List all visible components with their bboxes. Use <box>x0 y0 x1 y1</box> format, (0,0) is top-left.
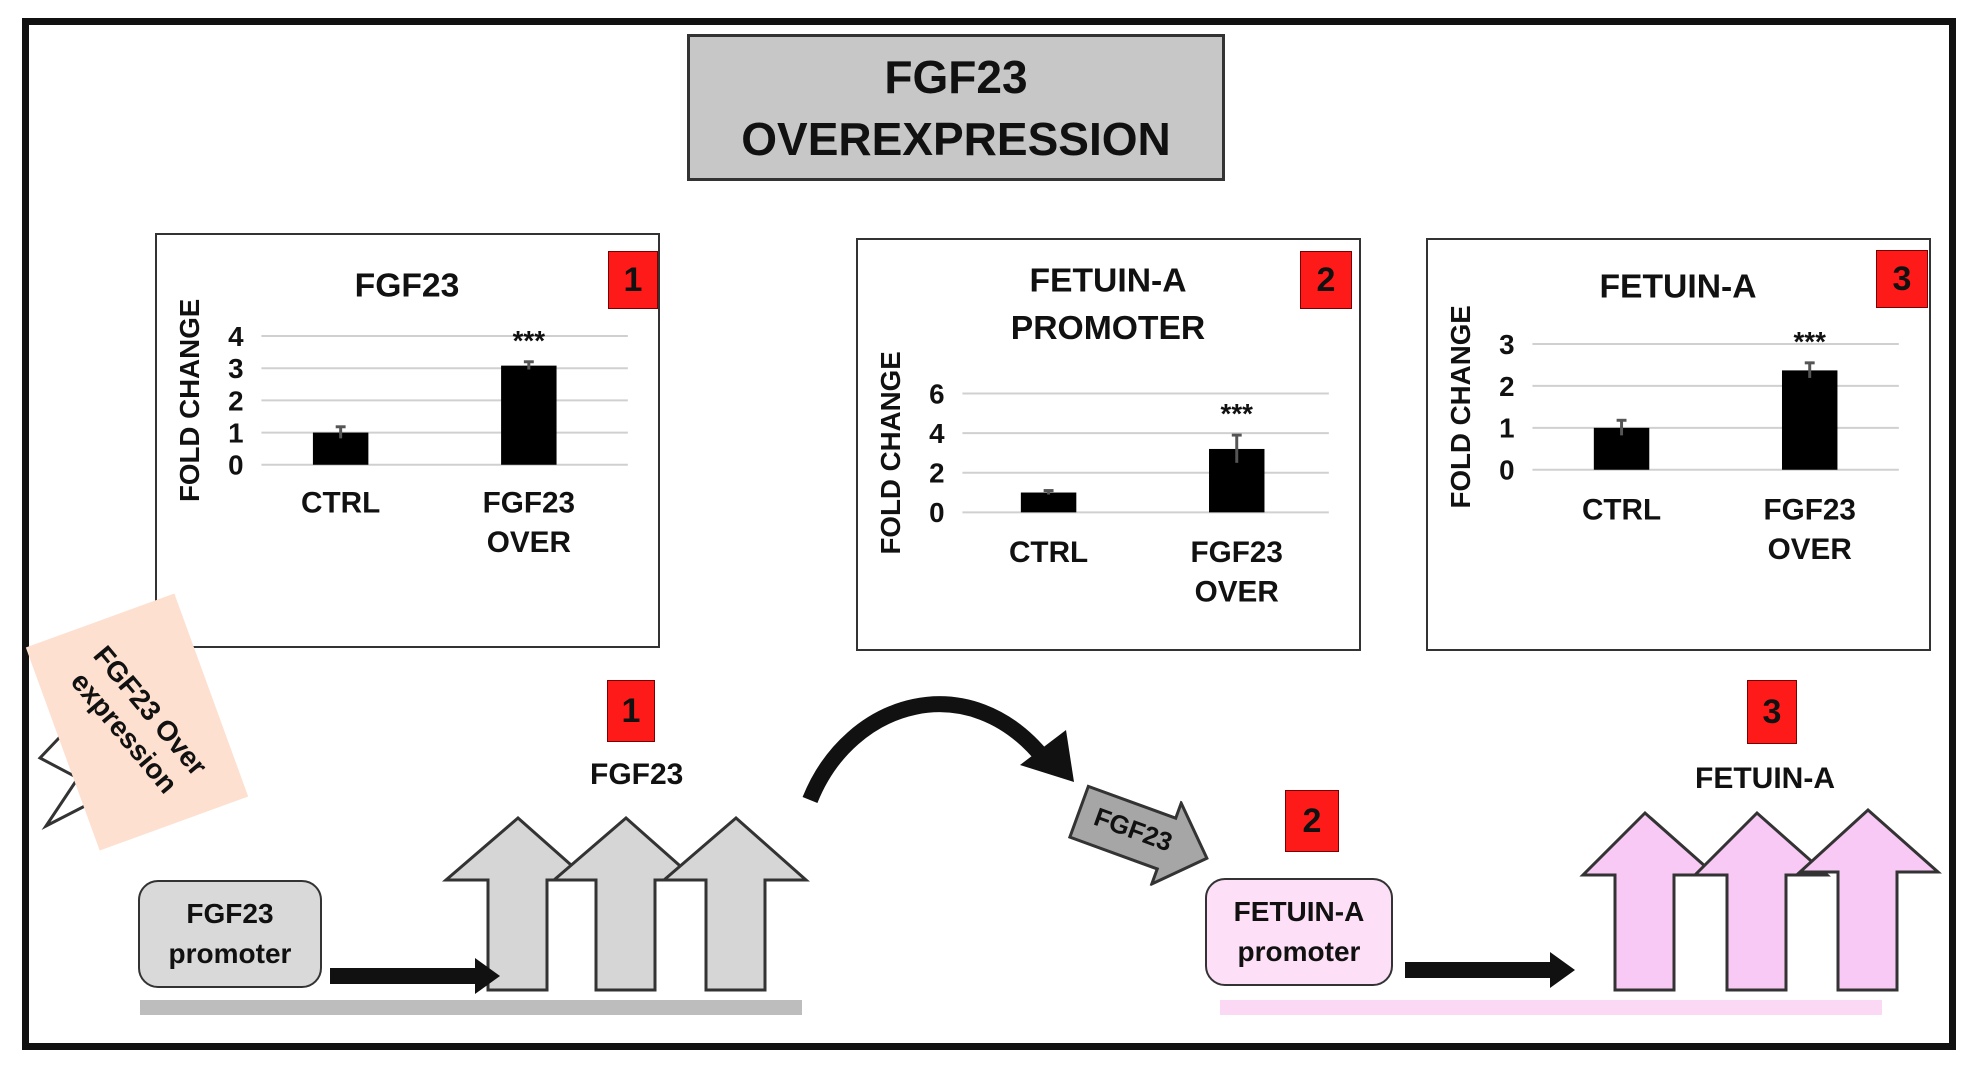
pathway-label-fgf23: FGF23 <box>590 758 684 791</box>
x-tick-label: OVER <box>1195 575 1279 608</box>
x-tick-label: FGF23 <box>1191 536 1283 569</box>
significance-marker: *** <box>1794 326 1827 357</box>
chart-panel-fetuin-promoter: FETUIN-A PROMOTER 0 2 4 6 FOLD CHANGE *** CTRL FG… <box>856 238 1361 651</box>
fetuin-promoter-line-1: FETUIN-A <box>1233 896 1365 927</box>
y-axis-label: FOLD CHANGE <box>1445 305 1476 508</box>
title-box: FGF23 OVEREXPRESSION <box>687 34 1225 181</box>
y-tick-label: 0 <box>228 450 243 481</box>
x-tick-label: CTRL <box>1009 536 1088 569</box>
y-tick-label: 4 <box>929 418 945 449</box>
y-tick-label: 2 <box>228 385 243 416</box>
x-tick-label: FGF23 <box>483 486 575 519</box>
y-axis-label: FOLD CHANGE <box>875 351 906 554</box>
x-tick-label: CTRL <box>301 486 380 519</box>
y-tick-label: 2 <box>1499 371 1514 402</box>
significance-marker: *** <box>513 325 546 356</box>
y-tick-label: 1 <box>1499 413 1514 444</box>
badge-3: 3 <box>1876 250 1928 308</box>
chart-title: PROMOTER <box>1011 310 1205 347</box>
bar <box>1781 370 1838 470</box>
bar <box>501 365 557 465</box>
y-tick-label: 3 <box>228 353 243 384</box>
y-tick-label: 0 <box>1499 455 1514 486</box>
x-tick-label: OVER <box>487 526 571 559</box>
x-tick-label: CTRL <box>1582 493 1661 526</box>
y-tick-label: 6 <box>929 378 944 409</box>
chart-title: FETUIN-A <box>1029 262 1186 299</box>
fgf23-promoter-line-1: FGF23 <box>186 898 274 929</box>
fetuin-baseline-bar <box>1220 1000 1882 1015</box>
significance-marker: *** <box>1221 398 1254 429</box>
fgf23-promoter-box: FGF23 promoter <box>138 880 322 988</box>
y-axis-label: FOLD CHANGE <box>174 299 205 502</box>
x-tick-label: OVER <box>1768 533 1852 566</box>
chart-title: FGF23 <box>355 267 460 304</box>
bar <box>1020 492 1077 513</box>
badge-2: 2 <box>1300 251 1352 309</box>
fgf23-baseline-bar <box>140 1000 802 1015</box>
y-tick-label: 4 <box>228 321 244 352</box>
pathway-badge-2: 2 <box>1285 790 1339 852</box>
badge-1: 1 <box>608 251 658 309</box>
y-tick-label: 0 <box>929 497 944 528</box>
pathway-label-fetuin: FETUIN-A <box>1695 762 1835 795</box>
fgf23-signal-arrow: FGF23 <box>1062 769 1224 901</box>
chart-fetuin-promoter: FETUIN-A PROMOTER 0 2 4 6 FOLD CHANGE *** CTRL FG… <box>875 262 1329 608</box>
title-line-1: FGF23 <box>884 50 1028 103</box>
chart-title: FETUIN-A <box>1599 268 1756 305</box>
fgf23-promoter-line-2: promoter <box>168 938 292 969</box>
title-line-2: OVEREXPRESSION <box>741 112 1171 165</box>
fetuin-promoter-box: FETUIN-A promoter <box>1205 878 1393 986</box>
y-tick-label: 1 <box>228 417 243 448</box>
x-tick-label: FGF23 <box>1764 493 1856 526</box>
pathway-badge-1: 1 <box>607 680 655 742</box>
pathway-badge-3: 3 <box>1747 680 1797 744</box>
y-tick-label: 3 <box>1499 329 1514 360</box>
fetuin-promoter-line-2: promoter <box>1237 936 1361 967</box>
y-tick-label: 2 <box>929 458 944 489</box>
